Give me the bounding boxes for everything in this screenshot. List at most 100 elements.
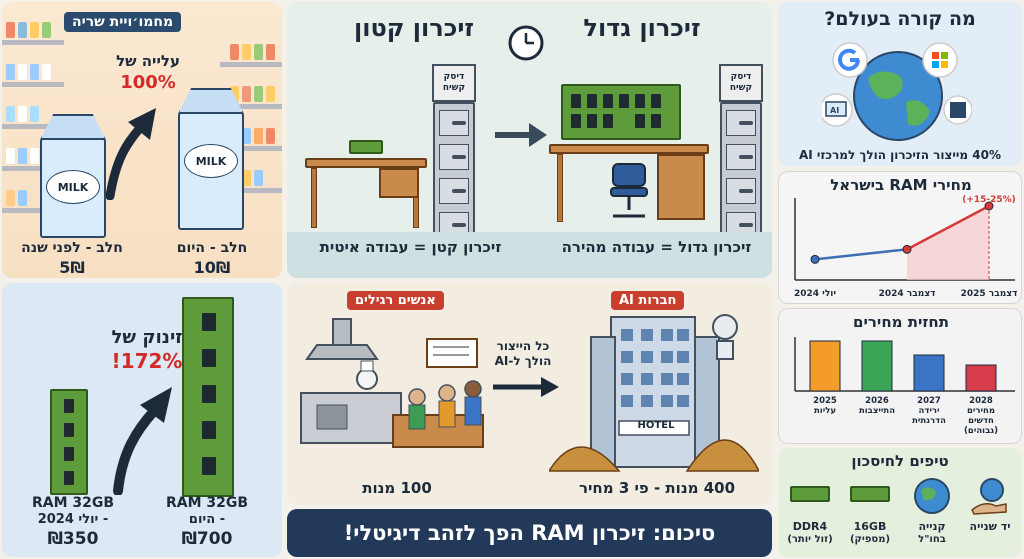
data-point (902, 244, 912, 254)
regular-people-tag: אנשים רגילים (347, 291, 444, 310)
summary-text: סיכום: זיכרון RAM הפך לזהב דיגיטלי! (343, 521, 716, 545)
large-ram-icon (561, 84, 681, 140)
large-desk (549, 144, 709, 154)
x-tick-label: יולי 2024 (794, 289, 836, 299)
office-chair-icon (610, 163, 648, 218)
file-cabinet-left (433, 102, 475, 252)
tip-2-line1: 16GB (853, 520, 887, 533)
kitchen-illustration (300, 318, 484, 448)
milk-panel: מחמו׳ויית שריה עלייה של 100% MILK MILK ח… (2, 2, 282, 278)
hotel-illustration (549, 314, 759, 472)
forecast-title: תחזית מחירים (853, 313, 949, 331)
ai-companies-tag: חברות AI (611, 291, 685, 310)
ram-stick-icon (850, 486, 890, 502)
x-tick-label: 2026 (865, 396, 889, 406)
small-desk (305, 158, 427, 168)
new-milk-carton: MILK (178, 88, 244, 230)
new-ram-line1: RAM 32GB (165, 495, 249, 511)
x-tick-label: 2028 (969, 396, 993, 406)
old-milk-label: חלב - לפני שנה (21, 240, 123, 256)
world-caption: 40% מייצור הזיכרון הולך למרכזי AI (798, 148, 1001, 162)
tip-4-line1: יד שנייה (969, 520, 1011, 533)
x-tick-label: הדרגתית (912, 416, 946, 426)
line-segment (814, 248, 908, 261)
tips-panel: טיפים לחיסכון DDR4 (זול יותר) 16GB (מספי… (778, 448, 1022, 557)
small-memory-title: זיכרון קטון (354, 14, 474, 42)
tips-title: טיפים לחיסכון (851, 452, 949, 470)
small-memory-caption: זיכרון קטן = עבודה איטית (319, 238, 502, 256)
x-tick-label: חדשים (968, 416, 994, 426)
x-tick-label: מחירים (967, 406, 995, 416)
israel-title: מחירי RAM בישראל (830, 176, 972, 194)
right-caption: 400 מנות - פי 3 מחיר (578, 479, 736, 497)
old-milk-price: 5₪ (59, 258, 85, 277)
data-point (810, 254, 820, 264)
old-ram-stick-icon (50, 389, 88, 495)
x-tick-label: ירידה (919, 406, 940, 416)
x-tick-label: 2027 (917, 396, 941, 406)
x-tick-label: התייצבות (859, 406, 895, 416)
line-segment (906, 204, 990, 251)
hand-globe-icon (971, 478, 1007, 515)
arrow-text-2: הולך ל-AI (494, 354, 552, 368)
file-cabinet-right (720, 102, 762, 252)
rise-label: עלייה של (116, 52, 180, 70)
small-ram-icon (349, 140, 383, 154)
new-ram-line2: - היום (188, 512, 226, 527)
jump-arrow-icon (113, 387, 172, 495)
old-ram-price: ₪350 (47, 529, 99, 549)
ram-stick-icon (790, 486, 830, 502)
bar (913, 354, 945, 392)
x-tick-label: דצמבר 2025 (961, 289, 1018, 299)
tip-3-line2: בחו"ל (918, 534, 946, 545)
bar (809, 340, 841, 392)
bar (965, 364, 997, 392)
tip-1-line1: DDR4 (792, 520, 828, 533)
left-caption: 100 מנות (362, 479, 432, 497)
new-milk-label: חלב - היום (176, 240, 248, 256)
jump-value: !172% (111, 349, 183, 373)
milk-title: מחמו׳ויית שריה (64, 12, 182, 32)
rising-arrow-icon (105, 108, 156, 200)
ai-label: AI (830, 106, 840, 115)
old-ram-line1: RAM 32GB (31, 495, 115, 511)
kitchen-panel: אנשים רגילים חברות AI כל הייצור הולך ל-A… (287, 283, 772, 505)
big-memory-caption: זיכרון גדול = עבודה מהירה (561, 238, 752, 256)
israel-price-panel: מחירי RAM בישראל יולי 2024 דצמבר 2024 דצמב… (778, 171, 1022, 304)
area-fill (907, 206, 989, 280)
right-arrow-icon (493, 377, 559, 397)
annotation: (+15-25%) (962, 195, 1016, 205)
carton-label: MILK (46, 170, 100, 204)
tip-3-line1: קנייה (918, 520, 946, 533)
x-tick-label: עליות (814, 406, 836, 416)
old-ram-line2: - יולי 2024 (37, 512, 109, 527)
israel-line-chart: יולי 2024 דצמבר 2024 דצמבר 2025 (+15-25%) (794, 195, 1018, 299)
right-arrow-icon (495, 123, 547, 147)
big-memory-title: זיכרון גדול (583, 14, 701, 42)
x-tick-label: דצמבר 2024 (879, 289, 936, 299)
world-panel: מה קורה בעולם? AI 40% מייצור הזיכרון הול… (778, 2, 1022, 166)
jump-label: זינוק של (111, 327, 183, 348)
globe-icon (914, 478, 950, 514)
x-tick-label: (גבוהים) (964, 426, 998, 436)
new-ram-price: ₪700 (181, 529, 233, 549)
data-point (984, 201, 994, 211)
world-illustration (822, 42, 972, 141)
old-milk-carton: MILK (40, 114, 106, 238)
arrow-text-1: כל הייצור (496, 339, 550, 353)
x-tick-label: 2025 (813, 396, 837, 406)
ram-price-panel: זינוק של !172% RAM 32GB - יולי 2024 ₪350… (2, 283, 282, 557)
tip-1-line2: (זול יותר) (787, 534, 833, 545)
clock-icon (508, 25, 544, 61)
new-ram-stick-icon (182, 297, 234, 497)
summary-banner: סיכום: זיכרון RAM הפך לזהב דיגיטלי! (287, 509, 772, 557)
world-title: מה קורה בעולם? (824, 8, 976, 30)
store-shelf-left (2, 2, 64, 232)
hotel-sign: HOTEL (637, 420, 675, 431)
tip-2-line2: (מספיק) (849, 534, 891, 545)
